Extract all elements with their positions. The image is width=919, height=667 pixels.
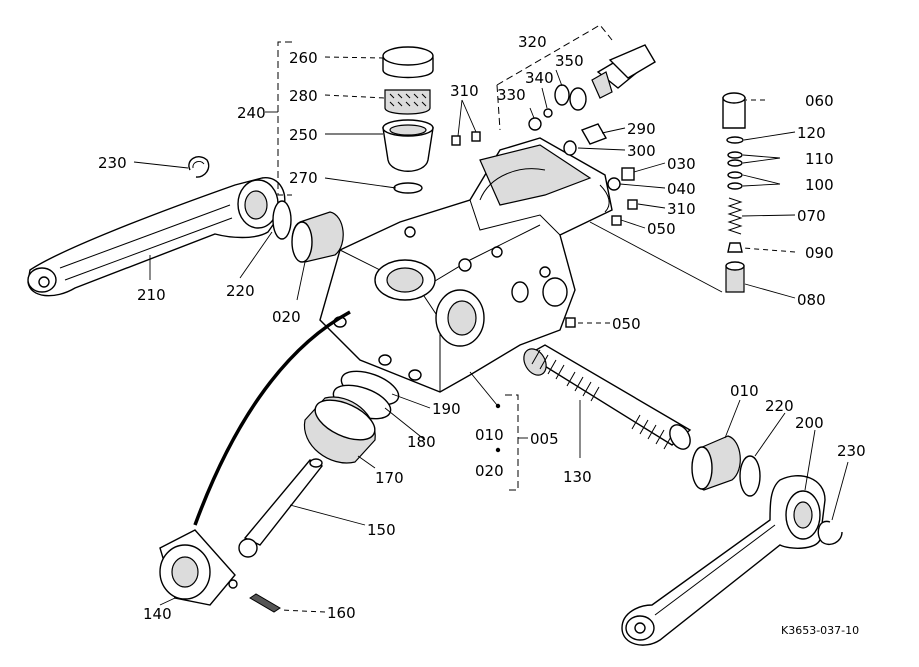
reference-code: K3653-037-10 [781, 624, 859, 637]
callout-290: 290 [627, 120, 656, 138]
callout-230-left: 230 [98, 154, 127, 172]
pin-160 [249, 593, 281, 613]
callout-040: 040 [667, 180, 696, 198]
plug-290 [580, 123, 608, 145]
lift-shaft-130 [523, 344, 692, 450]
callout-330: 330 [497, 86, 526, 104]
shims-100 [727, 171, 743, 190]
callout-310-top: 310 [450, 82, 479, 100]
callout-320: 320 [518, 33, 547, 51]
filter-cap [382, 46, 434, 79]
lift-arm-coupling-140 [159, 529, 238, 606]
washer-300 [563, 140, 577, 156]
leader-lines [133, 56, 849, 613]
callout-030: 030 [667, 155, 696, 173]
callout-220-right: 220 [765, 397, 794, 415]
snap-ring-left [188, 156, 210, 178]
bushing-left [291, 211, 344, 263]
callout-010-upper: 010 [475, 426, 504, 444]
guide-wire [193, 310, 351, 526]
callout-020-left: 020 [272, 308, 301, 326]
callout-110: 110 [805, 150, 834, 168]
plug-310-right [627, 199, 638, 210]
callout-150: 150 [367, 521, 396, 539]
o-ring-right [739, 455, 761, 497]
lift-arm-left [27, 177, 286, 297]
relief-valve-cap-060 [722, 92, 746, 129]
filter-o-ring [393, 182, 423, 194]
callout-190: 190 [432, 400, 461, 418]
callout-050-mid: 050 [612, 315, 641, 333]
plug-050-top [611, 215, 622, 226]
lift-arm-right [621, 475, 826, 646]
filter-element [384, 89, 431, 115]
bushing-right [691, 435, 741, 491]
callout-labels: 260 280 240 250 270 230 210 220 020 320 … [98, 33, 866, 637]
callout-310-right: 310 [667, 200, 696, 218]
callout-060: 060 [805, 92, 834, 110]
callout-080: 080 [797, 291, 826, 309]
callout-100: 100 [805, 176, 834, 194]
poppet-090 [727, 242, 743, 253]
plug-050-mid [565, 317, 576, 328]
callout-200: 200 [795, 414, 824, 432]
ring-120 [726, 136, 744, 144]
callout-140: 140 [143, 605, 172, 623]
callout-070: 070 [797, 207, 826, 225]
piston-170 [303, 396, 376, 464]
bracket-005 [505, 394, 528, 491]
callout-280: 280 [289, 87, 318, 105]
callout-350: 350 [555, 52, 584, 70]
callout-240: 240 [237, 104, 266, 122]
callout-250: 250 [289, 126, 318, 144]
callout-170: 170 [375, 469, 404, 487]
spring-070 [727, 197, 743, 235]
o-ring-left [272, 200, 292, 240]
callout-340: 340 [525, 69, 554, 87]
callout-270: 270 [289, 169, 318, 187]
callout-130: 130 [563, 468, 592, 486]
hydraulic-lift-housing [319, 137, 613, 393]
callout-020-lower: 020 [475, 462, 504, 480]
valve-assembly-320 [591, 44, 656, 99]
plugs-310-top [451, 131, 481, 146]
callout-230-right: 230 [837, 442, 866, 460]
callout-260: 260 [289, 49, 318, 67]
washers-110 [727, 151, 743, 167]
callout-050-top: 050 [647, 220, 676, 238]
callout-090: 090 [805, 244, 834, 262]
callout-180: 180 [407, 433, 436, 451]
callout-160: 160 [327, 604, 356, 622]
bracket-320 [496, 24, 613, 131]
valve-seat-080 [725, 261, 745, 293]
ball-340 [543, 108, 553, 118]
plug-030 [621, 167, 635, 181]
callout-005: 005 [530, 430, 559, 448]
callout-300: 300 [627, 142, 656, 160]
callout-010-right: 010 [730, 382, 759, 400]
callout-210: 210 [137, 286, 166, 304]
bracket-240 [265, 41, 292, 196]
filter-cup [382, 119, 434, 172]
washer-040 [607, 177, 621, 191]
snap-ring-right [817, 520, 843, 546]
piston-rod-150 [238, 458, 324, 558]
callout-220-left: 220 [226, 282, 255, 300]
callout-120: 120 [797, 124, 826, 142]
ring-330 [528, 117, 542, 131]
o-ring-350 [554, 84, 587, 111]
